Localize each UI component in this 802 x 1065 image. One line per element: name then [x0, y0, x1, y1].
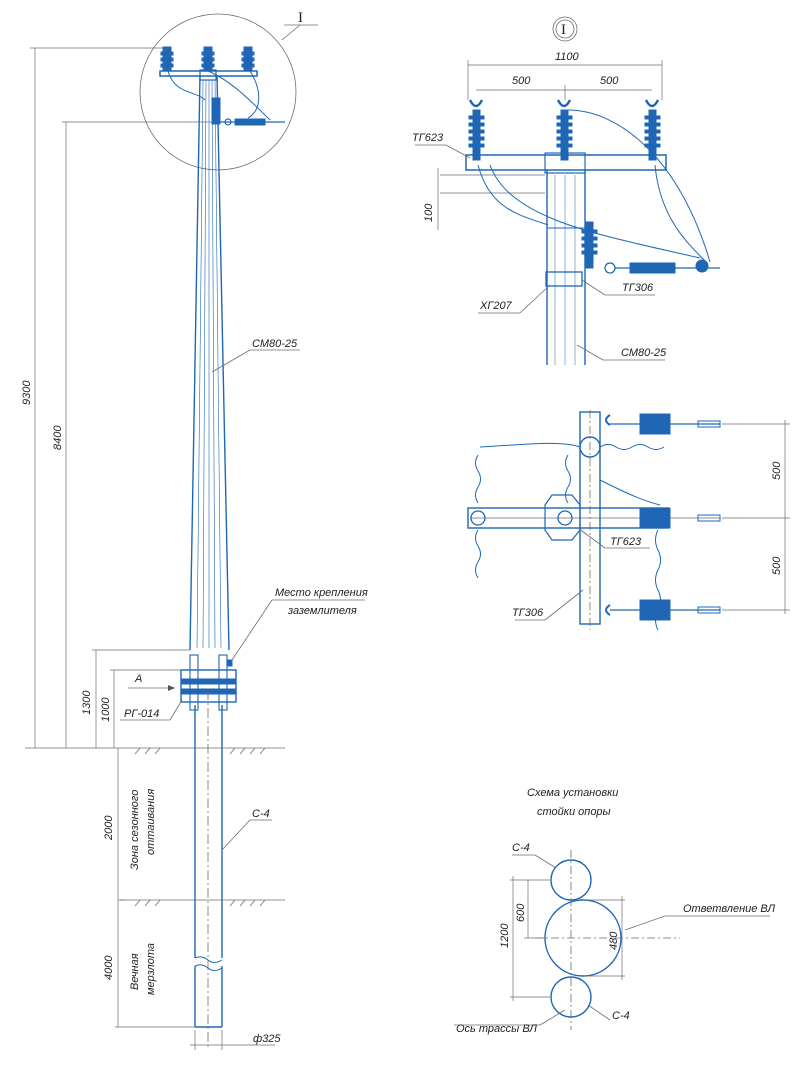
top-insulators	[160, 46, 255, 72]
dim-width: 1100	[555, 51, 580, 63]
installation-scheme: Схема установки стойки опоры 1200 600 48…	[454, 787, 776, 1035]
label-ground-2: заземлителя	[287, 605, 357, 617]
scheme-label-post-top: С-4	[512, 842, 530, 854]
label-post: С-4	[252, 808, 270, 820]
plan-insulators	[605, 413, 721, 621]
pole-elevation: I	[21, 10, 368, 1050]
detail-view: I 1100 500 500 100	[412, 16, 720, 365]
plan-dim-upper: 500	[771, 461, 783, 480]
clamp-rg014	[180, 654, 237, 711]
dim-left: 500	[512, 75, 531, 87]
dim-vert: 100	[423, 203, 435, 222]
label-bracket: ХГ207	[479, 300, 513, 312]
scheme-dim-total: 1200	[499, 923, 511, 948]
scheme-dim-dia: 480	[608, 931, 620, 950]
scheme-label-axis: Ось трассы ВЛ	[456, 1023, 537, 1035]
scheme-title-2: стойки опоры	[537, 806, 611, 818]
section-arrow-label: А	[134, 673, 142, 685]
dim-thaw: 2000	[103, 815, 115, 841]
dim-above: 8400	[52, 425, 64, 450]
dim-total: 9300	[21, 380, 33, 405]
detail-mark: I	[298, 10, 303, 26]
plan-label-fitting: ТГ306	[512, 607, 544, 619]
zone2-line2: мерзлота	[145, 943, 157, 995]
scheme-dim-gap: 600	[515, 903, 527, 922]
label-diameter: ф325	[253, 1033, 281, 1045]
scheme-label-post-bottom: С-4	[612, 1010, 630, 1022]
label-pole: СМ80-25	[252, 338, 298, 350]
detail-circle	[139, 13, 297, 171]
plan-dim-lower: 500	[771, 556, 783, 575]
detail-insulators	[468, 109, 661, 161]
zone1-line1: Зона сезонного	[129, 790, 141, 870]
zone2-line1: Вечная	[129, 953, 141, 990]
scheme-title-1: Схема установки	[527, 787, 618, 799]
dim-base2: 1000	[100, 697, 112, 722]
dim-perm: 4000	[103, 955, 115, 980]
plan-label-crossarm: ТГ623	[610, 536, 642, 548]
post-c4	[194, 690, 223, 1050]
scheme-label-branch: Ответвление ВЛ	[683, 903, 776, 915]
label-detail-pole: СМ80-25	[621, 347, 667, 359]
branch-insulator	[211, 97, 285, 126]
dim-right: 500	[600, 75, 619, 87]
dim-base1: 1300	[81, 690, 93, 715]
label-ground-1: Место крепления	[275, 587, 368, 599]
label-fitting: ТГ306	[622, 282, 654, 294]
label-clamp: РГ-014	[124, 708, 159, 720]
plan-view: 500 500 ТГ623 ТГ306	[467, 410, 790, 631]
elevation-dimensions	[25, 47, 275, 1050]
label-crossarm: ТГ623	[412, 132, 444, 144]
zone1-line2: оттаивания	[145, 789, 157, 855]
pole-body	[189, 74, 230, 651]
detail-view-mark: I	[561, 22, 566, 38]
